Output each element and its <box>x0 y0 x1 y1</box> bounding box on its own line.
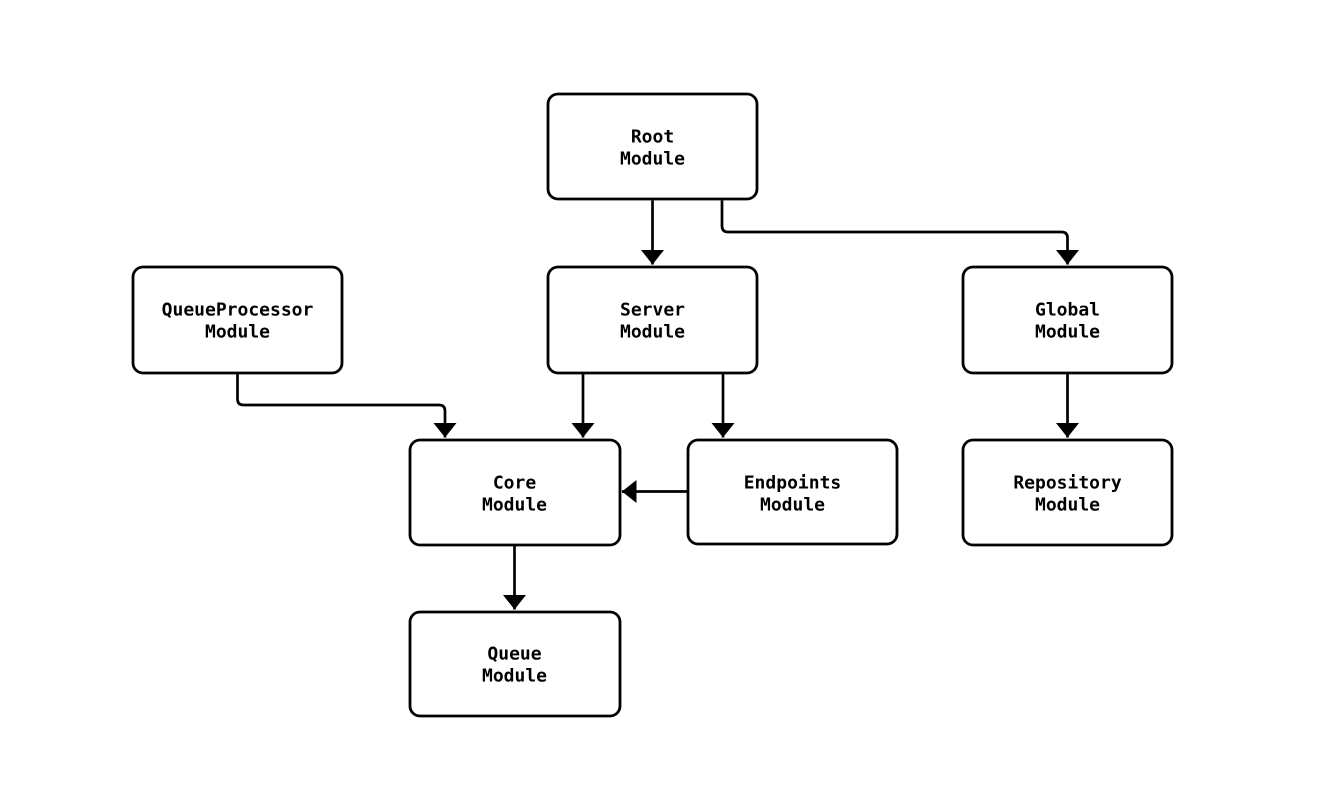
node-root-module-box <box>546 92 759 201</box>
node-core-module: Core Module <box>408 438 622 547</box>
node-global-module-label-line2: Module <box>1035 322 1100 343</box>
node-server-module-label-line1: Server <box>620 300 685 321</box>
node-server-module-label-line2: Module <box>620 322 685 343</box>
node-root-module-label-line2: Module <box>620 149 685 170</box>
node-endpoints-module: Endpoints Module <box>686 438 899 546</box>
node-queueprocessor-module: QueueProcessor Module <box>131 265 344 375</box>
node-queueprocessor-module-label-line1: QueueProcessor <box>162 300 314 321</box>
node-repository-module-box <box>961 438 1174 547</box>
node-root-module-label-line1: Root <box>631 127 674 148</box>
node-endpoints-module-label-line1: Endpoints <box>744 473 842 494</box>
edge-queueprocessor-to-core <box>236 373 457 438</box>
node-core-module-box <box>408 438 622 547</box>
node-repository-module-label-line1: Repository <box>1013 473 1122 494</box>
node-core-module-label-line2: Module <box>482 495 547 516</box>
edges <box>236 200 1079 610</box>
node-queue-module-label-line1: Queue <box>487 644 541 665</box>
node-core-module-label-line1: Core <box>493 473 537 494</box>
node-queueprocessor-module-box <box>131 265 344 375</box>
node-root-module: Root Module <box>546 92 759 201</box>
node-queue-module-box <box>408 610 622 718</box>
node-repository-module: Repository Module <box>961 438 1174 547</box>
nodes: Root Module QueueProcessor Module Server… <box>131 92 1174 718</box>
node-global-module-label-line1: Global <box>1035 300 1100 321</box>
node-server-module-box <box>546 265 759 375</box>
node-endpoints-module-label-line2: Module <box>760 495 825 516</box>
node-queue-module-label-line2: Module <box>482 666 547 687</box>
node-queueprocessor-module-label-line2: Module <box>205 322 270 343</box>
node-server-module: Server Module <box>546 265 759 375</box>
node-repository-module-label-line2: Module <box>1035 495 1100 516</box>
edge-root-to-global <box>720 200 1079 265</box>
node-endpoints-module-box <box>686 438 899 546</box>
node-global-module-box <box>961 265 1174 375</box>
node-queue-module: Queue Module <box>408 610 622 718</box>
node-global-module: Global Module <box>961 265 1174 375</box>
